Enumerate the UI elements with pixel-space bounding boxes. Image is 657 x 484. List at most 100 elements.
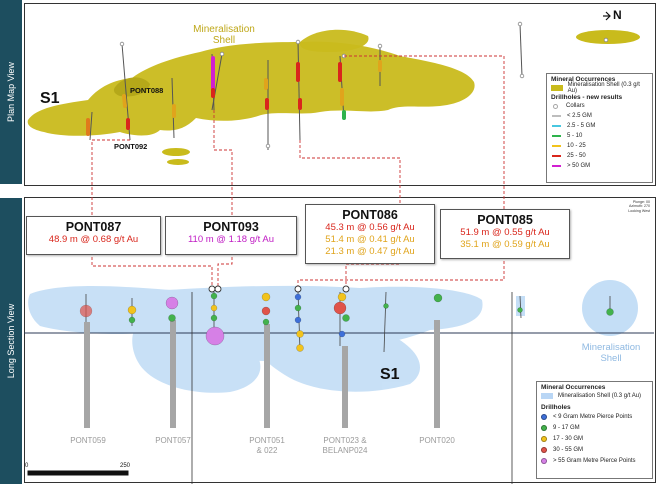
hole-label-line: PONT057 <box>155 436 191 445</box>
legend-symbol <box>552 155 561 157</box>
callout-pont085: PONT085 51.9 m @ 0.55 g/t Au 35.1 m @ 0.… <box>440 209 570 259</box>
plan-shell-lobe <box>167 159 189 165</box>
hole-label-pont057: PONT057 <box>141 436 205 446</box>
plan-collars <box>119 21 609 149</box>
hole-label-pont023: PONT023 & BELANP024 <box>307 436 383 456</box>
legend-label: 30 - 55 GM <box>553 446 584 453</box>
legend-symbol <box>552 145 561 147</box>
plan-legend-drill-title: Drillholes - new results <box>551 94 623 101</box>
hole-label-pont059: PONT059 <box>56 436 120 446</box>
section-legend-drill-title: Drillholes <box>541 404 571 411</box>
callout-line: 45.3 m @ 0.56 g/t Au <box>325 222 415 233</box>
legend-swatch <box>551 85 563 91</box>
plan-legend: Mineral Occurrences Mineralisation Shell… <box>546 73 653 183</box>
plan-legend-item: Collars <box>551 101 648 111</box>
section-info: Plunge: 00 Azimuth: 270 Looking West <box>600 200 650 213</box>
shell-label-line1: Mineralisation <box>193 24 255 35</box>
shell-label-line2: Shell <box>212 35 236 46</box>
legend-symbol <box>541 424 547 431</box>
plan-legend-title: Mineral Occurrences <box>551 76 616 83</box>
callout-collar-markers <box>208 285 350 293</box>
callout-line: 35.1 m @ 0.59 g/t Au <box>460 239 550 250</box>
legend-label: < 2.5 GM <box>567 113 592 119</box>
long-section-sidebar: Long Section View <box>0 198 22 484</box>
hole-label-pont020: PONT020 <box>405 436 469 446</box>
section-legend-item: < 9 Gram Metre Pierce Points <box>541 411 648 422</box>
legend-label: > 50 GM <box>567 163 591 169</box>
callout-pont087: PONT087 48.9 m @ 0.68 g/t Au <box>26 216 161 255</box>
legend-label: 9 - 17 GM <box>553 424 580 431</box>
section-pierce-points <box>79 292 614 352</box>
scale-bar <box>27 470 129 476</box>
callout-line: 51.4 m @ 0.41 g/t Au <box>325 234 415 245</box>
plan-legend-item: < 2.5 GM <box>551 111 648 121</box>
callout-title: PONT086 <box>342 208 398 222</box>
north-label: N <box>613 8 622 22</box>
section-legend-item: 9 - 17 GM <box>541 422 648 433</box>
section-legend: Mineral Occurrences Mineralisation Shell… <box>536 381 653 479</box>
legend-symbol <box>552 135 561 137</box>
callout-line: 51.9 m @ 0.55 g/t Au <box>460 227 550 238</box>
hole-label-pont051: PONT051 & 022 <box>235 436 299 456</box>
plan-mineralisation-shell <box>27 41 475 136</box>
callout-line: 110 m @ 1.18 g/t Au <box>187 234 275 245</box>
plan-shell-lobe <box>576 30 640 44</box>
callout-title: PONT085 <box>477 213 533 227</box>
section-legend-title: Mineral Occurrences <box>541 384 606 391</box>
hole-label-line: PONT020 <box>419 436 455 445</box>
section-s1-label: S1 <box>380 366 400 383</box>
scale-start-label: 0 <box>25 463 29 469</box>
section-legend-item: 17 - 30 GM <box>541 433 648 444</box>
plan-shell-lobe <box>299 29 369 52</box>
plan-intercept-segments <box>86 56 382 136</box>
legend-symbol <box>541 457 547 464</box>
legend-symbol <box>552 165 561 167</box>
hole-label-line: BELANP024 <box>322 446 368 455</box>
plan-legend-item: 2.5 - 5 GM <box>551 121 648 131</box>
legend-symbol <box>541 413 547 420</box>
plan-legend-item: 5 - 10 <box>551 131 648 141</box>
plan-legend-shell: Mineralisation Shell (0.3 g/t Au) <box>567 82 640 94</box>
legend-label: 5 - 10 <box>567 133 583 139</box>
plan-legend-item: > 50 GM <box>551 161 648 171</box>
legend-label: 17 - 30 GM <box>553 435 584 442</box>
plan-legend-item: 10 - 25 <box>551 141 648 151</box>
plan-legend-item: 25 - 50 <box>551 151 648 161</box>
legend-label: 10 - 25 <box>567 143 586 149</box>
section-info-azimuth: Azimuth: 270 <box>629 204 650 209</box>
section-info-looking: Looking West <box>628 208 650 213</box>
section-info-plunge: Plunge: 00 <box>632 200 650 204</box>
legend-swatch <box>541 393 553 399</box>
callout-line: 48.9 m @ 0.68 g/t Au <box>48 234 139 245</box>
legend-symbol <box>541 435 547 442</box>
hole-label-line: & 022 <box>256 446 278 455</box>
hole-label-line: PONT051 <box>249 436 285 445</box>
plan-shell-lobe <box>162 148 190 156</box>
hole-label-pont092: PONT092 <box>114 142 148 151</box>
section-legend-items: < 9 Gram Metre Pierce Points 9 - 17 GM 17 … <box>541 411 648 466</box>
legend-label: 2.5 - 5 GM <box>567 123 596 129</box>
legend-symbol <box>552 115 561 117</box>
callout-line: 21.3 m @ 0.47 g/t Au <box>325 246 415 257</box>
legend-symbol <box>553 103 558 109</box>
legend-symbol <box>552 125 561 127</box>
shell-label: Mineralisation Shell <box>188 24 260 46</box>
scale-end-label: 250 <box>120 463 131 469</box>
hole-label-pont088: PONT088 <box>130 86 164 95</box>
legend-symbol <box>541 446 547 453</box>
section-legend-shell: Mineralisation Shell (0.3 g/t Au) <box>558 393 642 399</box>
section-legend-item: 30 - 55 GM <box>541 444 648 455</box>
section-shell-label: Mineralisation Shell <box>574 342 648 364</box>
callout-pont093: PONT093 110 m @ 1.18 g/t Au <box>165 216 297 255</box>
plan-view-sidebar: Plan Map View <box>0 0 22 184</box>
legend-label: Collars <box>566 103 585 109</box>
legend-label: < 9 Gram Metre Pierce Points <box>553 413 633 420</box>
callout-title: PONT087 <box>65 220 122 234</box>
callout-title: PONT093 <box>203 220 259 234</box>
hole-label-line: PONT059 <box>70 436 106 445</box>
section-shell-label-line1: Mineralisation <box>581 342 641 353</box>
legend-label: 25 - 50 <box>567 153 586 159</box>
section-mineralisation-shell <box>28 285 483 393</box>
